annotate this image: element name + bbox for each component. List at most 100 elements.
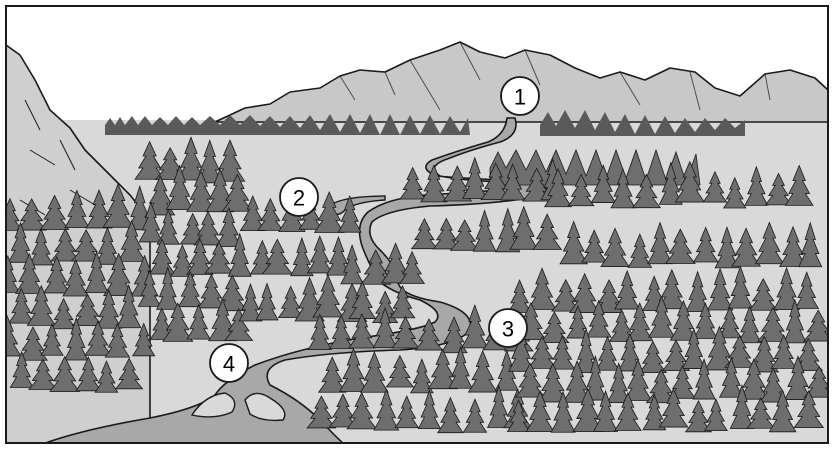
conifer-tree xyxy=(62,258,90,297)
conifer-tree xyxy=(626,302,654,342)
conifer-tree xyxy=(75,356,102,392)
label-4-text: 4 xyxy=(223,352,235,377)
conifer-tree xyxy=(706,267,734,311)
conifer-tree xyxy=(359,351,389,393)
conifer-tree xyxy=(6,314,22,357)
conifer-tree xyxy=(798,221,823,268)
conifer-tree xyxy=(608,309,635,342)
conifer-tree xyxy=(221,173,254,212)
conifer-tree xyxy=(657,268,687,310)
conifer-tree xyxy=(449,219,480,251)
conifer-tree xyxy=(238,282,263,322)
conifer-tree xyxy=(480,162,511,200)
conifer-tree xyxy=(95,288,123,329)
conifer-tree xyxy=(317,356,347,393)
label-badge-2: 2 xyxy=(279,177,319,217)
conifer-tree xyxy=(389,284,416,319)
conifer-tree xyxy=(729,383,755,429)
conifer-tree xyxy=(313,190,345,233)
conifer-tree xyxy=(39,194,70,230)
conifer-tree xyxy=(717,306,743,339)
conifer-tree xyxy=(757,306,789,342)
conifer-tree xyxy=(782,298,807,344)
conifer-tree xyxy=(551,278,581,312)
conifer-tree xyxy=(648,295,676,338)
conifer-tree xyxy=(669,299,698,341)
conifer-tree xyxy=(6,254,20,293)
conifer-tree xyxy=(399,250,426,284)
conifer-tree xyxy=(138,201,164,243)
conifer-tree xyxy=(645,368,677,404)
conifer-tree xyxy=(261,238,294,275)
conifer-tree xyxy=(372,306,398,349)
conifer-tree xyxy=(642,393,667,431)
conifer-tree xyxy=(543,167,573,208)
conifer-tree xyxy=(340,244,365,285)
conifer-tree xyxy=(539,311,570,343)
conifer-tree xyxy=(494,349,519,391)
conifer-tree xyxy=(803,365,828,398)
conifer-tree xyxy=(27,358,58,390)
conifer-tree xyxy=(783,355,812,400)
conifer-tree xyxy=(70,229,102,262)
conifer-tree xyxy=(399,166,427,200)
conifer-tree xyxy=(294,276,325,322)
conifer-tree xyxy=(394,395,420,429)
conifer-tree xyxy=(793,337,824,372)
conifer-tree xyxy=(255,282,279,321)
conifer-tree xyxy=(617,332,643,372)
conifer-tree xyxy=(417,389,442,430)
conifer-tree xyxy=(84,250,109,293)
delta-island-right xyxy=(244,392,286,422)
conifer-tree xyxy=(134,140,166,180)
conifer-tree xyxy=(227,232,252,277)
conifer-tree xyxy=(338,347,369,392)
conifer-tree xyxy=(727,265,754,309)
conifer-tree xyxy=(684,399,713,433)
conifer-tree xyxy=(43,255,71,294)
conifer-tree xyxy=(764,172,793,206)
conifer-tree xyxy=(179,212,207,245)
conifer-tree xyxy=(437,396,464,434)
conifer-tree xyxy=(559,220,589,265)
conifer-tree xyxy=(306,235,333,274)
conifer-tree xyxy=(312,274,344,318)
conifer-tree xyxy=(550,390,576,433)
conifer-tree xyxy=(647,221,674,265)
conifer-tree xyxy=(600,227,630,267)
conifer-tree xyxy=(562,359,592,403)
conifer-tree xyxy=(176,136,206,181)
conifer-tree xyxy=(71,293,104,327)
conifer-tree xyxy=(186,169,216,212)
conifer-tree xyxy=(472,209,497,252)
conifer-tree xyxy=(631,173,662,209)
conifer-tree xyxy=(759,367,788,403)
conifer-tree xyxy=(177,270,203,308)
conifer-tree xyxy=(16,198,48,231)
conifer-tree xyxy=(373,388,400,431)
conifer-tree xyxy=(7,221,34,263)
conifer-tree xyxy=(594,279,624,313)
conifer-tree xyxy=(256,197,284,231)
conifer-tree xyxy=(768,389,797,433)
conifer-tree xyxy=(784,164,814,206)
conifer-tree xyxy=(613,391,642,431)
conifer-tree xyxy=(574,327,598,373)
conifer-tree xyxy=(14,252,44,294)
conifer-tree xyxy=(306,395,337,429)
conifer-tree xyxy=(328,314,354,349)
conifer-tree xyxy=(116,283,142,329)
conifer-tree xyxy=(722,176,747,209)
conifer-tree xyxy=(590,164,616,203)
conifer-tree xyxy=(8,287,35,324)
conifer-tree xyxy=(744,165,769,206)
conifer-tree xyxy=(17,326,49,361)
conifer-tree xyxy=(127,184,153,231)
conifer-tree xyxy=(681,327,706,369)
conifer-tree xyxy=(63,316,89,361)
conifer-tree xyxy=(525,389,555,433)
conifer-tree xyxy=(169,244,195,277)
label-3-text: 3 xyxy=(502,317,514,342)
conifer-tree xyxy=(104,322,131,358)
